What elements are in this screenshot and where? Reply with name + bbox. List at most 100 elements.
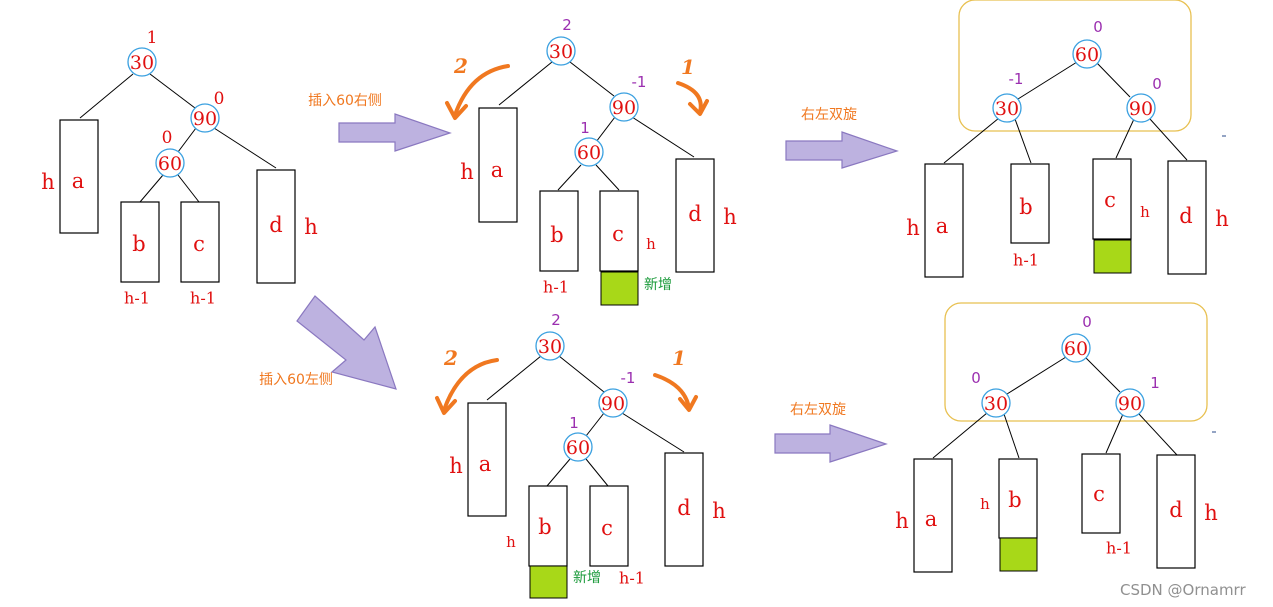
tree-original: a h b h-1 c h-1 d h 30 1 90 0 60 0 — [41, 28, 318, 308]
rotate-label-bottom: 右左双旋 — [790, 402, 846, 418]
subtree-d-label: d — [677, 496, 690, 520]
insert-right-label: 插入60右侧 — [308, 93, 382, 109]
node-30-balance: 2 — [562, 16, 572, 34]
subtree-d-label: d — [1179, 204, 1192, 228]
height-a: h — [906, 216, 920, 240]
rotation-arrow-2 — [453, 64, 510, 117]
subtree-c — [599, 190, 639, 272]
node-60 — [563, 432, 593, 462]
height-c: h-1 — [190, 289, 216, 308]
node-90-balance: -1 — [621, 369, 636, 387]
height-a: h — [449, 454, 463, 478]
node-90-balance: 0 — [214, 89, 225, 109]
node-30 — [127, 47, 157, 77]
node-30-key: 30 — [538, 336, 562, 358]
subtree-a — [467, 402, 507, 517]
node-30-key: 30 — [984, 393, 1008, 415]
subtree-c — [180, 201, 220, 283]
height-d: h — [1215, 207, 1229, 231]
height-b: h-1 — [124, 289, 150, 308]
node-90-key: 90 — [601, 393, 625, 415]
tree-insert-right: a h b h-1 c h 新增 d h 30 2 90 -1 60 1 2 1 — [445, 16, 737, 306]
height-a: h — [460, 160, 474, 184]
node-90-balance: 0 — [1152, 75, 1162, 93]
node-60-key: 60 — [158, 153, 182, 175]
subtree-a-label: a — [491, 158, 504, 182]
rotation-order-2: 2 — [453, 54, 468, 78]
node-60 — [1072, 39, 1102, 69]
subtree-d — [675, 158, 715, 273]
node-60-balance: 0 — [1093, 18, 1103, 36]
node-90-balance: -1 — [632, 73, 647, 91]
subtree-b-label: b — [1019, 195, 1032, 219]
node-30-balance: 2 — [551, 311, 561, 329]
subtree-b — [539, 190, 579, 272]
subtree-c — [1081, 453, 1121, 534]
subtree-c-label: c — [1104, 188, 1116, 212]
rotation-arrow-2 — [442, 358, 499, 412]
arrow-insert-right: 插入60右侧 — [308, 93, 452, 152]
height-b: h-1 — [1013, 251, 1039, 270]
subtree-d — [1167, 160, 1207, 275]
subtree-a — [924, 163, 964, 278]
new-node-label: 新增 — [573, 570, 601, 586]
node-30 — [981, 388, 1011, 418]
node-30-balance: 0 — [971, 369, 981, 387]
subtree-d — [256, 169, 296, 284]
new-node-block — [999, 537, 1038, 572]
height-d: h — [1204, 501, 1218, 525]
subtree-d-label: d — [688, 202, 701, 226]
node-30-key: 30 — [995, 98, 1019, 120]
node-60-balance: 1 — [569, 414, 579, 432]
insert-left-label: 插入60左侧 — [259, 372, 333, 388]
watermark: CSDN @Ornamrr — [1120, 581, 1246, 599]
tree-result-left: a h b h c h-1 d h 60 0 30 0 90 1 — [895, 302, 1218, 573]
node-60 — [574, 137, 604, 167]
subtree-a — [913, 458, 953, 573]
result-frame — [958, 0, 1192, 132]
node-60 — [155, 148, 185, 178]
height-c: h-1 — [619, 569, 645, 588]
node-60-key: 60 — [1075, 44, 1099, 66]
subtree-b-label: b — [550, 223, 563, 247]
rotation-arrow-1 — [676, 81, 703, 114]
subtree-a-label: a — [925, 507, 938, 531]
node-90 — [1126, 93, 1156, 123]
height-c: h — [1140, 203, 1150, 221]
subtree-c-label: c — [601, 516, 613, 540]
node-60 — [1061, 333, 1091, 363]
node-60-key: 60 — [577, 142, 601, 164]
subtree-d-label: d — [269, 213, 282, 237]
height-b: h-1 — [543, 278, 569, 297]
subtree-b-label: b — [538, 515, 551, 539]
arrow-rotate-top: 右左双旋 — [785, 107, 899, 169]
subtree-d-label: d — [1169, 498, 1182, 522]
node-30 — [992, 93, 1022, 123]
subtree-d — [664, 452, 704, 567]
subtree-a-label: a — [479, 452, 492, 476]
subtree-b — [120, 201, 160, 283]
height-d: h — [304, 215, 318, 239]
subtree-b-label: b — [132, 232, 145, 256]
subtree-b — [998, 458, 1038, 539]
tree-insert-left: a h b h 新增 c h-1 d h 30 2 90 -1 60 1 2 1 — [435, 311, 726, 599]
subtree-b — [528, 485, 568, 567]
height-a: h — [895, 509, 909, 533]
node-60-balance: 0 — [1082, 313, 1092, 331]
node-30 — [535, 331, 565, 361]
node-90-balance: 1 — [1150, 374, 1160, 392]
height-a: h — [41, 170, 55, 194]
subtree-c-label: c — [193, 232, 205, 256]
subtree-b-label: b — [1008, 488, 1021, 512]
node-60-key: 60 — [1064, 338, 1088, 360]
subtree-c-label: c — [612, 222, 624, 246]
node-30 — [546, 36, 576, 66]
subtree-c — [589, 485, 629, 567]
rotate-label-top: 右左双旋 — [801, 107, 857, 123]
arrow-rotate-bottom: 右左双旋 — [774, 402, 888, 463]
subtree-a — [59, 119, 99, 234]
rotation-order-1: 1 — [672, 346, 686, 370]
tree-result-right: a h b h-1 c h d h 60 0 30 -1 90 0 — [906, 0, 1229, 278]
rotation-order-2: 2 — [443, 346, 458, 370]
